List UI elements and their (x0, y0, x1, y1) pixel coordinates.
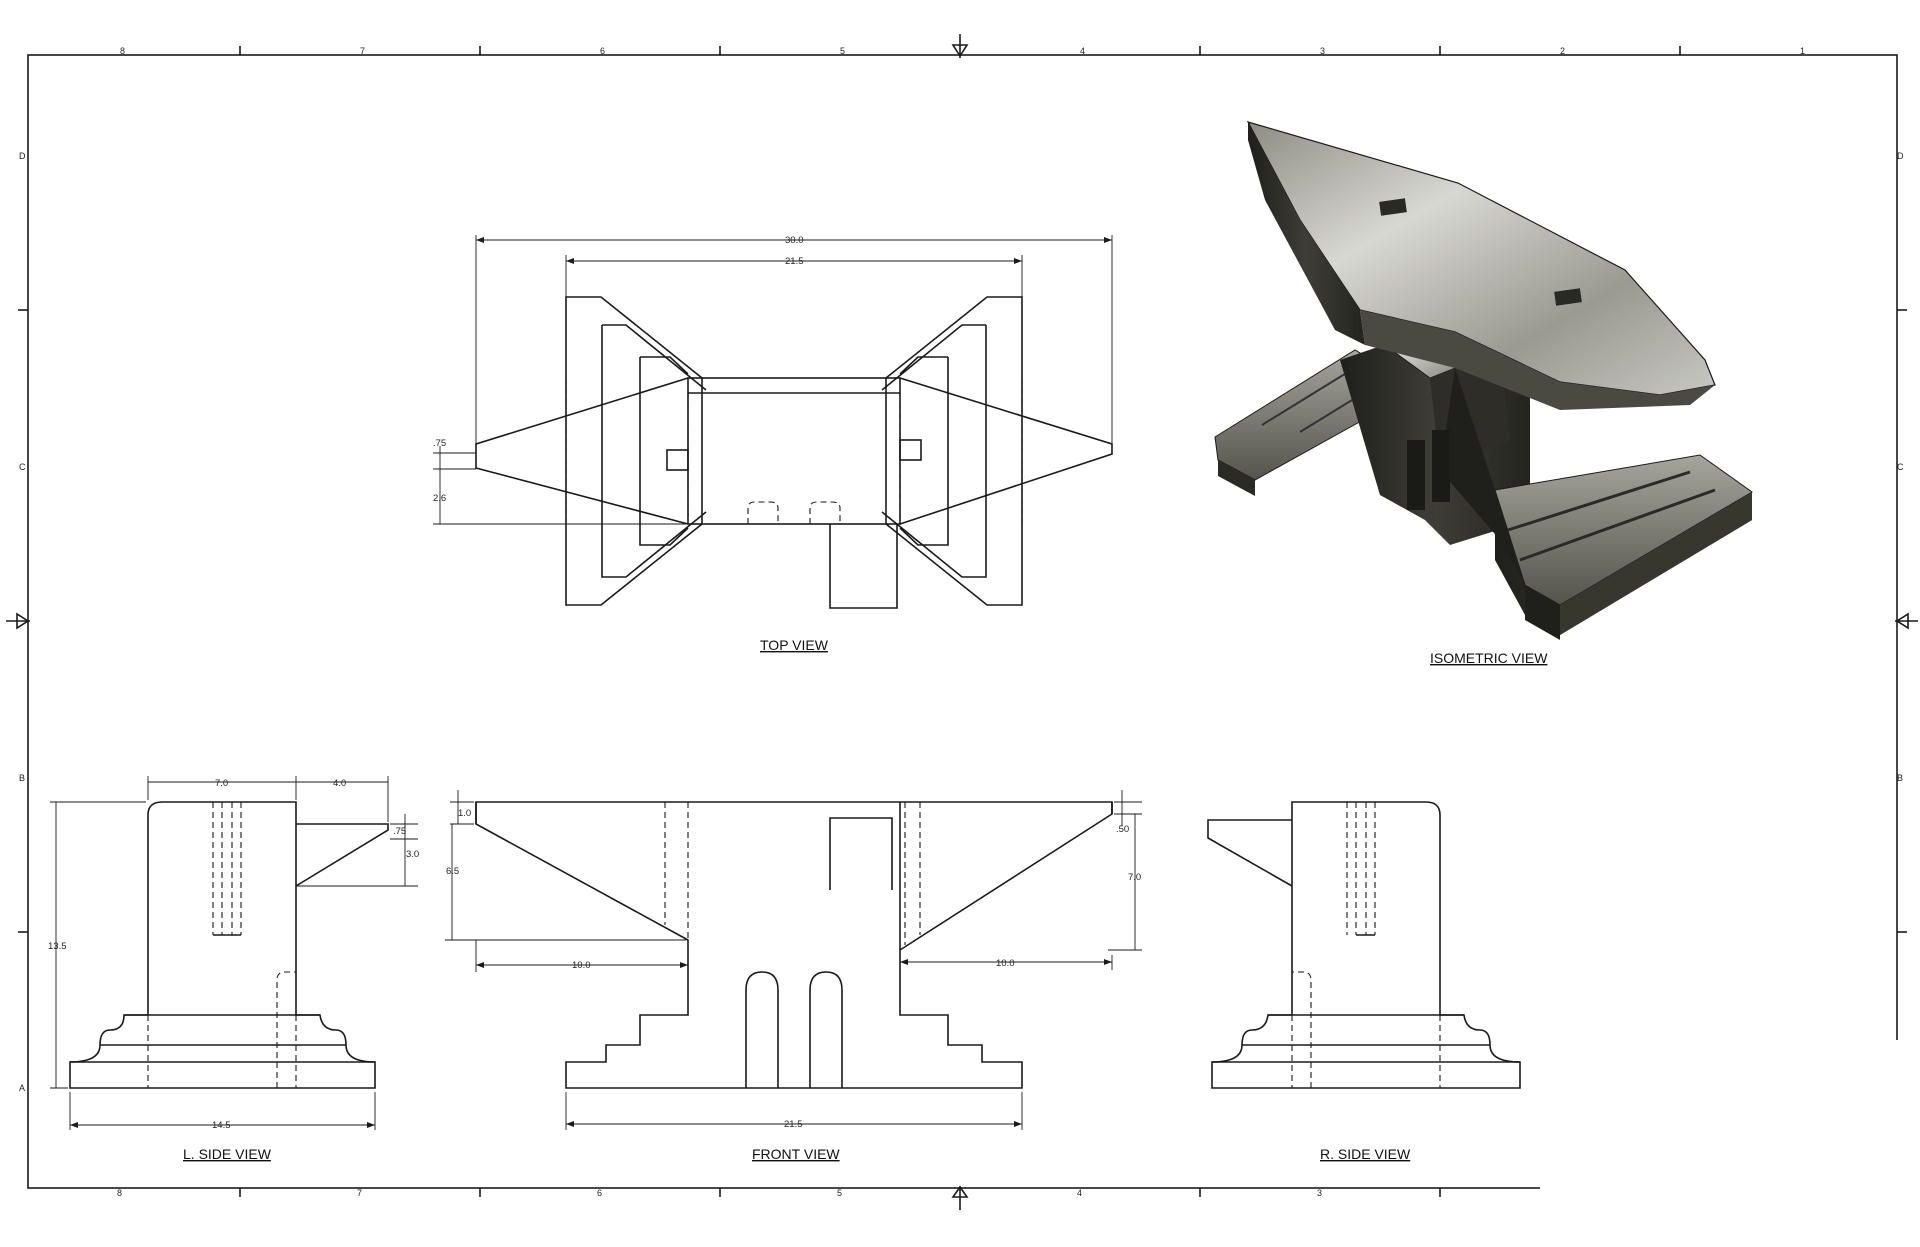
dim-horn-height: 3.0 (406, 849, 419, 860)
dim-horn-depth: 6.5 (446, 866, 459, 877)
sheet-border (27, 54, 1898, 1190)
dim-overall-length: 30.0 (785, 235, 804, 246)
dim-top-thickness: 1.0 (458, 808, 471, 819)
dim-tip: .75 (433, 438, 446, 449)
right-side-view: R. SIDE VIEW (1207, 801, 1521, 1162)
front-view: 1.0 6.5 10.0 10.0 .50 7.0 21.5 FRONT VIE… (445, 790, 1142, 1162)
isometric-view-title: ISOMETRIC VIEW (1430, 650, 1548, 666)
left-side-view-title: L. SIDE VIEW (183, 1146, 272, 1162)
zone-col-label: 5 (837, 1188, 842, 1198)
dim-horn-width: 2.6 (433, 493, 446, 504)
dim-base: 14.5 (212, 1120, 231, 1131)
zone-col-label: 2 (1560, 46, 1565, 56)
top-view-title: TOP VIEW (760, 637, 829, 653)
zone-col-label: 5 (840, 46, 845, 56)
zone-row-label: D (1897, 151, 1904, 161)
zone-col-label: 3 (1317, 1188, 1322, 1198)
dim-body-length: 21.5 (785, 256, 804, 267)
zone-col-label: 8 (120, 46, 125, 56)
zone-col-label: 6 (600, 46, 605, 56)
scan-mask (1540, 1040, 1920, 1242)
zone-col-label: 4 (1077, 1188, 1082, 1198)
zone-col-label: 7 (357, 1188, 362, 1198)
zone-col-label: 1 (1800, 46, 1805, 56)
zone-row-label: B (1897, 773, 1903, 783)
dim-horn-len-right: 10.0 (996, 958, 1015, 969)
dim-horn-len-left: 10.0 (572, 960, 591, 971)
zone-labels: 8 7 6 5 4 3 2 1 8 7 6 5 4 3 D C B A D C … (19, 46, 1904, 1198)
zone-row-label: C (1897, 462, 1904, 472)
zone-row-label: D (19, 151, 26, 161)
zone-row-label: C (19, 462, 26, 472)
centering-marks (6, 34, 1918, 1210)
zone-col-label: 4 (1080, 46, 1085, 56)
zone-col-label: 6 (597, 1188, 602, 1198)
zone-row-label: B (19, 773, 25, 783)
left-side-view: 7.0 4.0 .75 3.0 13.5 14.5 L. SIDE VIEW (48, 776, 419, 1162)
zone-col-label: 8 (117, 1188, 122, 1198)
front-view-title: FRONT VIEW (752, 1146, 840, 1162)
zone-row-label: A (19, 1083, 25, 1093)
dim-face: 7.0 (215, 778, 228, 789)
zone-col-label: 7 (360, 46, 365, 56)
zone-col-label: 3 (1320, 46, 1325, 56)
isometric-view: ISOMETRIC VIEW (1214, 121, 1753, 666)
right-side-view-title: R. SIDE VIEW (1320, 1146, 1411, 1162)
dim-front-base: 21.5 (784, 1119, 803, 1130)
dim-height: 13.5 (48, 941, 67, 952)
top-view: 30.0 21.5 .75 2.6 TOP VIEW (433, 235, 1113, 653)
zone-ticks (18, 46, 1907, 1197)
dim-horn: 4.0 (333, 778, 346, 789)
dim-heel: .50 (1116, 824, 1129, 835)
dim-horn-tip: .75 (393, 826, 406, 837)
dim-heel-depth: 7.0 (1128, 872, 1141, 883)
